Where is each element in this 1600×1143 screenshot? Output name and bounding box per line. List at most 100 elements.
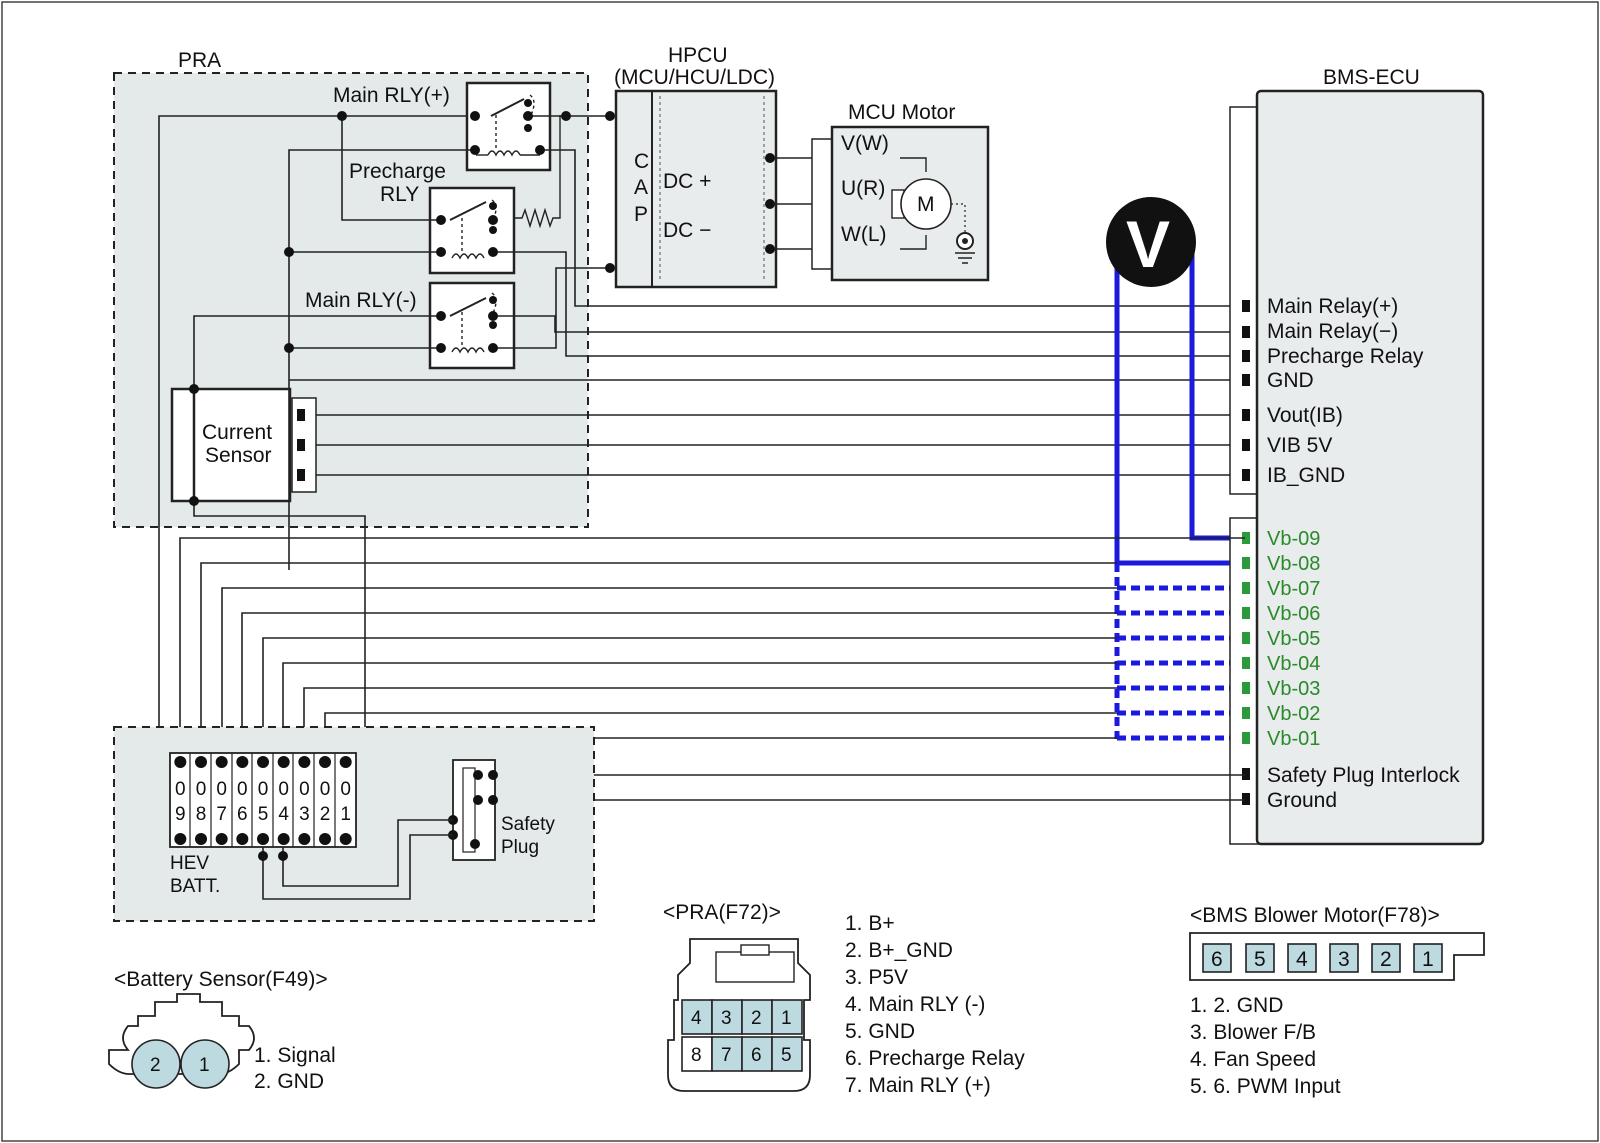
pin-ground: Ground bbox=[1267, 789, 1337, 812]
cap-letter-p: P bbox=[634, 203, 648, 226]
connector-f78: <BMS Blower Motor(F78)> 6 5 4 3 2 1 1. 2… bbox=[1189, 904, 1485, 1098]
connector-f49: <Battery Sensor(F49)> 2 1 1. Signal 2. G… bbox=[108, 968, 336, 1093]
cell-digit: 0 bbox=[278, 779, 289, 800]
cell-digit: 9 bbox=[175, 804, 186, 825]
pin-vb-07: Vb-07 bbox=[1267, 578, 1320, 600]
f72-pin-7: 7 bbox=[721, 1045, 732, 1066]
cell-digit: 8 bbox=[196, 804, 207, 825]
bms-title: BMS-ECU bbox=[1323, 66, 1420, 89]
f78-pin-6: 6 bbox=[1211, 948, 1223, 971]
mcu-motor-title: MCU Motor bbox=[848, 101, 955, 124]
cell-terminal-bottom bbox=[257, 833, 270, 845]
cell-terminal-bottom bbox=[236, 833, 249, 845]
cell-terminal-bottom bbox=[174, 833, 187, 845]
cell-digit: 3 bbox=[299, 804, 310, 825]
f78-pin-4: 4 bbox=[1296, 948, 1308, 971]
cell-digit: 1 bbox=[340, 804, 351, 825]
cell-terminal-bottom bbox=[277, 833, 290, 845]
cell-digit: 2 bbox=[320, 804, 331, 825]
precharge-resistor bbox=[514, 115, 561, 229]
cell-terminal-bottom bbox=[319, 833, 332, 845]
f72-legend-5: 5. GND bbox=[845, 1020, 915, 1043]
main-rly-plus-relay bbox=[465, 81, 552, 172]
cell-terminal-bottom bbox=[339, 833, 352, 845]
cell-digit: 0 bbox=[216, 779, 227, 800]
main-rly-plus-label: Main RLY(+) bbox=[333, 84, 450, 107]
hpcu-module: HPCU (MCU/HCU/LDC) C A P DC + DC − bbox=[614, 44, 835, 289]
f72-legend-1: 1. B+ bbox=[845, 912, 895, 935]
main-rly-minus-relay bbox=[428, 281, 516, 370]
f49-pin-1: 1 bbox=[199, 1055, 210, 1076]
cell-terminal-top bbox=[215, 756, 228, 768]
cell-digit: 0 bbox=[196, 779, 207, 800]
f72-pin-1: 1 bbox=[781, 1008, 792, 1029]
battery-title-1: HEV bbox=[170, 853, 209, 874]
pra-wiring bbox=[158, 99, 1245, 843]
pin-main-relay-minus: Main Relay(−) bbox=[1267, 320, 1398, 343]
pin-vb-05: Vb-05 bbox=[1267, 628, 1320, 650]
cell-terminal-top bbox=[339, 756, 352, 768]
dc-minus-label: DC − bbox=[663, 219, 711, 242]
precharge-rly-label-2: RLY bbox=[380, 183, 419, 206]
cap-letter-c: C bbox=[634, 150, 649, 173]
f72-pin-3: 3 bbox=[721, 1008, 732, 1029]
cell-terminal-top bbox=[319, 756, 332, 768]
f78-legend-4: 5. 6. PWM Input bbox=[1190, 1075, 1341, 1098]
mcu-motor: MCU Motor V(W) U(R) W(L) M bbox=[811, 101, 990, 282]
pin-vb-06: Vb-06 bbox=[1267, 603, 1320, 625]
f72-legend-2: 2. B+_GND bbox=[845, 939, 953, 962]
cell-terminal-top bbox=[174, 756, 187, 768]
f72-pin-5: 5 bbox=[781, 1045, 792, 1066]
hpcu-title-2: (MCU/HCU/LDC) bbox=[614, 66, 775, 89]
current-sensor-label-1: Current bbox=[202, 421, 272, 444]
f49-legend-2: 2. GND bbox=[254, 1070, 324, 1093]
f72-pin-2: 2 bbox=[751, 1008, 762, 1029]
pin-ib-gnd: IB_GND bbox=[1267, 464, 1345, 487]
cell-digit: 0 bbox=[237, 779, 248, 800]
motor-symbol: M bbox=[917, 193, 935, 216]
pra-title: PRA bbox=[178, 49, 221, 72]
dc-plus-label: DC + bbox=[663, 170, 711, 193]
pin-safety-plug-interlock: Safety Plug Interlock bbox=[1267, 764, 1460, 787]
f72-pin-8: 8 bbox=[691, 1045, 702, 1066]
safety-plug-label-2: Plug bbox=[501, 837, 539, 858]
connector-f72: <PRA(F72)> 4 3 2 1 8 7 6 5 1. B+ 2. B+_G… bbox=[663, 901, 1025, 1097]
pin-vb-04: Vb-04 bbox=[1267, 653, 1320, 675]
cell-terminal-bottom bbox=[215, 833, 228, 845]
phase-u-label: U(R) bbox=[841, 177, 885, 200]
f78-pin-1: 1 bbox=[1422, 948, 1434, 971]
cell-digit: 0 bbox=[258, 779, 269, 800]
cell-digit: 7 bbox=[216, 804, 227, 825]
f72-legend-7: 7. Main RLY (+) bbox=[845, 1074, 991, 1097]
cell-terminal-bottom bbox=[195, 833, 208, 845]
f49-title: <Battery Sensor(F49)> bbox=[114, 968, 328, 991]
precharge-rly-label-1: Precharge bbox=[349, 160, 446, 183]
f72-title: <PRA(F72)> bbox=[663, 901, 781, 924]
cell-terminal-top bbox=[277, 756, 290, 768]
phase-w-label: W(L) bbox=[841, 223, 887, 246]
f49-pin-2: 2 bbox=[150, 1055, 161, 1076]
cap-letter-a: A bbox=[634, 176, 648, 199]
pra-module: PRA Main RLY(+) Precharge RLY Main RLY(-… bbox=[113, 49, 589, 528]
pin-vb-09: Vb-09 bbox=[1267, 528, 1320, 550]
current-sensor: Current Sensor bbox=[170, 387, 317, 503]
pin-vb-08: Vb-08 bbox=[1267, 553, 1320, 575]
cell-terminal-bottom bbox=[298, 833, 311, 845]
f72-pin-4: 4 bbox=[691, 1008, 702, 1029]
pin-vb-02: Vb-02 bbox=[1267, 703, 1320, 725]
main-rly-minus-label: Main RLY(-) bbox=[305, 289, 417, 312]
f78-legend-3: 4. Fan Speed bbox=[1190, 1048, 1316, 1071]
current-sensor-label-2: Sensor bbox=[205, 444, 272, 467]
pin-vib-5v: VIB 5V bbox=[1267, 434, 1332, 457]
cell-digit: 0 bbox=[175, 779, 186, 800]
cell-digit: 0 bbox=[340, 779, 351, 800]
battery-title-2: BATT. bbox=[170, 876, 220, 897]
f78-legend-2: 3. Blower F/B bbox=[1190, 1021, 1316, 1044]
safety-plug: Safety Plug bbox=[448, 759, 555, 861]
pin-main-relay-plus: Main Relay(+) bbox=[1267, 295, 1398, 318]
cell-digit: 6 bbox=[237, 804, 248, 825]
f78-pin-3: 3 bbox=[1338, 948, 1350, 971]
cell-terminal-top bbox=[195, 756, 208, 768]
pin-gnd: GND bbox=[1267, 369, 1314, 392]
